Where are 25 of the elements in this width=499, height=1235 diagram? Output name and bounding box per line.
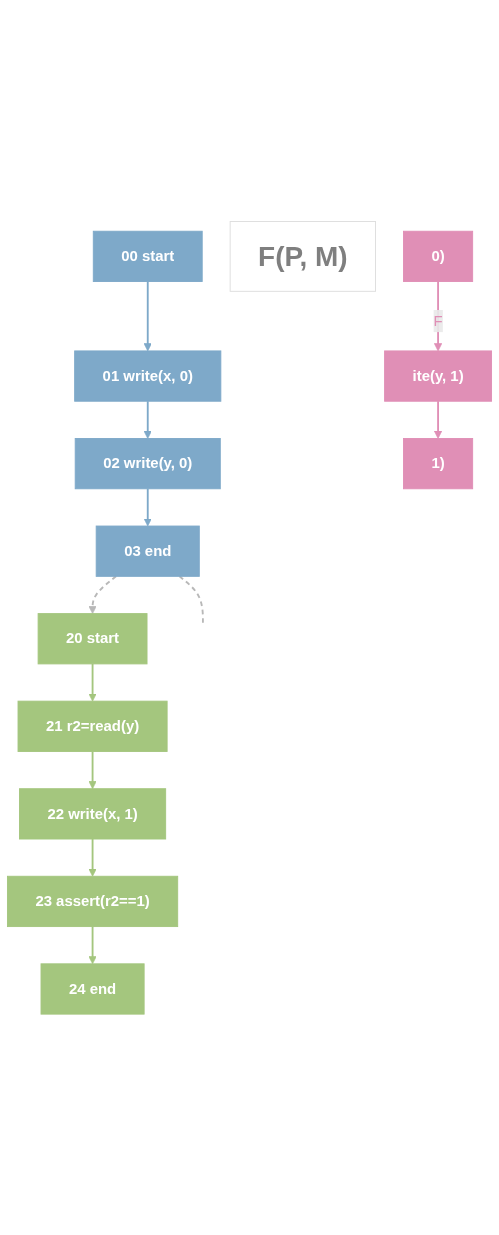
arrow: [143, 487, 152, 527]
connector: [178, 575, 204, 626]
node-box: 22 write(x, 1): [19, 787, 167, 840]
node-box: 02 write(y, 0): [74, 437, 221, 489]
arrow: [88, 837, 97, 877]
arrow: [88, 925, 97, 964]
node-box: 03 end: [95, 525, 200, 577]
node-box: 24 end: [40, 963, 145, 1015]
arrow: [143, 280, 152, 351]
node-box: 0): [403, 230, 474, 282]
arrow: [143, 400, 152, 439]
node-box: ite(y, 1): [384, 350, 492, 402]
node-box: F(P, M): [229, 220, 376, 292]
arrow: [88, 575, 117, 614]
node-box: 00 start: [92, 230, 203, 282]
arrow: [433, 280, 443, 351]
node-box: 1): [403, 437, 474, 489]
node-box: 21 r2=read(y): [17, 700, 168, 752]
node-box: 23 assert(r2==1): [7, 875, 179, 927]
node-box: 01 write(x, 0): [74, 350, 222, 402]
arrow: [88, 750, 97, 789]
arrow: [433, 400, 443, 439]
node-box: 20 start: [37, 612, 148, 665]
edge-label: F: [433, 312, 443, 329]
arrow: [88, 662, 97, 702]
